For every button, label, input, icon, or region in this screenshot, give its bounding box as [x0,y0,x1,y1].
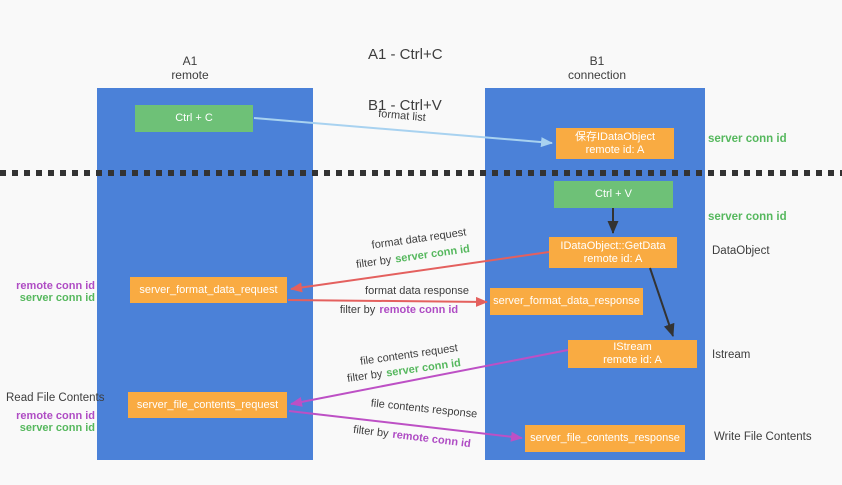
arrow-file-contents-response [288,410,523,442]
node-save-idataobject: 保存IDataObject remote id: A [556,128,674,159]
node-istream-line2: remote id: A [603,354,662,366]
node-server-file-contents-request: server_file_contents_request [128,392,287,418]
title-line-1: A1 - Ctrl+C [368,46,443,63]
arrow-format-list [253,117,553,148]
annotation-conn-ids-format: remote conn id server conn id [10,280,95,304]
lane-right-title: B1 [589,54,605,68]
annotation-server-conn-id: server conn id [19,422,95,434]
diagram-title: A1 - Ctrl+C B1 - Ctrl+V [368,12,443,148]
annotation-remote-conn-id: remote conn id [16,410,95,422]
lane-right-subtitle: connection [567,68,627,82]
title-line-2: B1 - Ctrl+V [368,97,442,114]
annotation-server-conn-id-mid: server conn id [708,211,787,223]
node-istream-line1: IStream [613,341,652,353]
node-server-format-data-request: server_format_data_request [130,277,287,303]
node-ctrl-v: Ctrl + V [554,181,673,208]
lane-left-title: A1 [182,54,198,68]
node-server-format-data-response: server_format_data_response [490,288,643,315]
arrow-file-contents-request [290,349,569,407]
arrow-format-data-request [290,251,550,293]
node-ctrl-c: Ctrl + C [135,105,253,132]
annotation-istream: Istream [712,349,751,361]
node-ctrl-v-label: Ctrl + V [595,188,632,200]
node-save-idataobject-line1: 保存IDataObject [574,130,656,143]
node-idataobject-getdata-line1: IDataObject::GetData [560,239,666,252]
remote-conn-id-text: remote conn id [379,304,459,316]
annotation-dataobject: DataObject [712,245,770,257]
annotation-read-file-contents: Read File Contents [6,392,105,404]
phase-separator-line [0,170,842,176]
node-server-file-contents-response-label: server_file_contents_response [530,432,680,444]
node-server-format-data-request-label: server_format_data_request [139,283,278,296]
annotation-server-conn-id: server conn id [19,292,95,304]
lane-left-subtitle: remote [171,68,209,82]
node-save-idataobject-line2: remote id: A [585,143,645,156]
annotation-conn-ids-file: remote conn id server conn id [10,410,95,434]
lane-header-left: A1 remote [82,54,298,82]
annotation-write-file-contents: Write File Contents [714,431,812,443]
node-istream: IStream remote id: A [568,340,697,368]
annotation-server-conn-id-top: server conn id [708,133,787,145]
node-idataobject-getdata-line2: remote id: A [583,252,643,265]
arrow-format-data-response [287,296,488,307]
label-format-data-response: format data response [365,285,469,297]
node-server-file-contents-request-label: server_file_contents_request [136,398,279,411]
filter-by-text: filter by [339,304,376,316]
node-server-format-data-response-label: server_format_data_response [493,295,640,307]
node-server-file-contents-response: server_file_contents_response [525,425,685,452]
annotation-remote-conn-id: remote conn id [16,280,95,292]
lane-header-right: B1 connection [487,54,707,82]
node-idataobject-getdata: IDataObject::GetData remote id: A [549,237,677,268]
arrow-getdata-to-istream [649,267,675,337]
node-ctrl-c-label: Ctrl + C [175,112,213,124]
